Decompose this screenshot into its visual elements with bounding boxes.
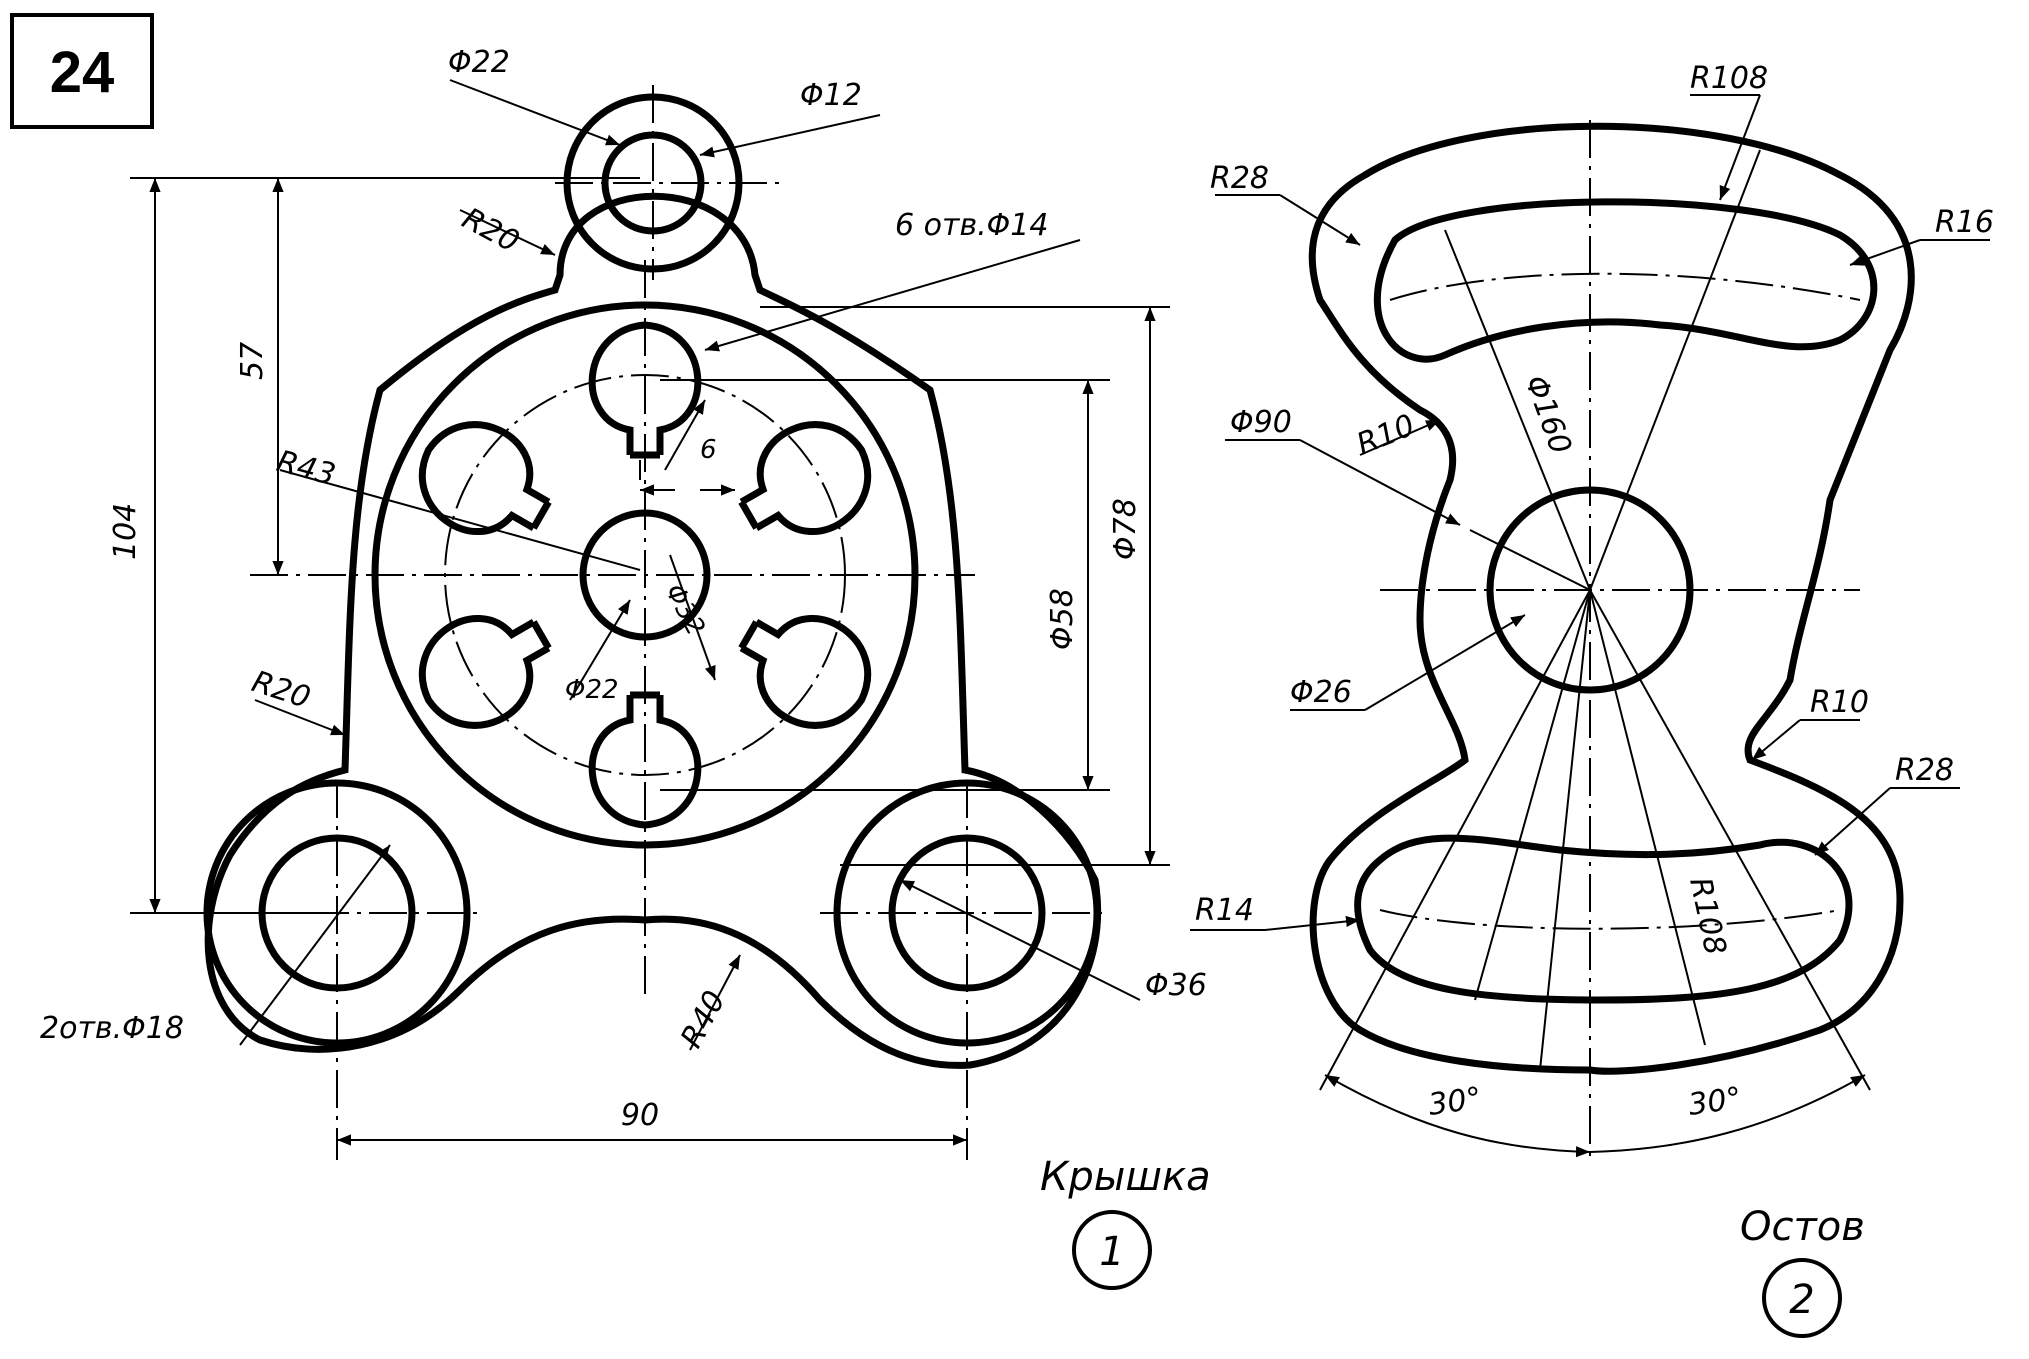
sheet-number: 24 [50,40,115,105]
dim-d22: Φ22 [448,45,510,80]
frame-lower-slot [1354,834,1853,1004]
dim-d22-inner: Φ22 [565,675,619,705]
dim-d90: Φ90 [1230,405,1292,440]
part-2-number-circle [1762,1258,1842,1338]
dim-r20-left: R20 [248,664,315,716]
dim-104: 104 [108,503,143,560]
dim-d12: Φ12 [800,78,862,113]
dim-r28-top: R28 [1210,161,1269,196]
dim-holes2: 2отв.Φ18 [40,1011,184,1046]
dim-d78: Φ78 [1108,498,1143,560]
dim-90: 90 [621,1098,659,1133]
dim-angle-right: 30° [1686,1081,1744,1123]
dim-57: 57 [235,342,270,380]
dim-d26: Φ26 [1290,675,1352,710]
dim-r10-left: R10 [1352,408,1420,463]
part-2-name: Остов [1740,1204,1865,1250]
dim-d58: Φ58 [1045,588,1080,650]
dim-r14: R14 [1195,893,1254,928]
sheet-number-badge: 24 [10,13,154,129]
frame-dimension-lines [1190,94,1990,1158]
dim-r16: R16 [1935,205,1994,240]
part-1-number: 1 [1099,1229,1124,1275]
part-1-name: Крышка [1040,1154,1211,1200]
part-1-number-circle [1072,1210,1152,1290]
lid-keyhole-slots [418,321,872,829]
dim-r28-right: R28 [1895,753,1954,788]
part-1-drawing: Φ22 Φ12 R20 6 отв.Φ14 57 104 R43 6 Φ32 Φ… [40,45,1211,1290]
dim-r40: R40 [674,985,733,1054]
dim-6: 6 [700,435,717,465]
frame-center-lines [1319,120,1871,1160]
part-2-drawing: R108 R28 R16 Φ90 R10 Φ160 Φ26 R10 R28 R1… [1190,61,1994,1338]
dim-r43: R43 [273,444,339,493]
part-2-number: 2 [1789,1277,1814,1323]
dim-d160: Φ160 [1517,371,1578,459]
dim-r20-top: R20 [456,201,525,260]
dim-r108-bottom: R108 [1682,874,1732,958]
dim-r108-top: R108 [1690,61,1768,96]
lid-outer-contour [204,192,1102,1069]
dim-d36: Φ36 [1145,968,1207,1003]
frame-upper-slot [1373,198,1878,363]
lid-dimension-lines [130,79,1170,1160]
dim-angle-left: 30° [1426,1081,1484,1123]
dim-r10-right: R10 [1810,685,1869,720]
dim-holes6: 6 отв.Φ14 [895,208,1048,243]
